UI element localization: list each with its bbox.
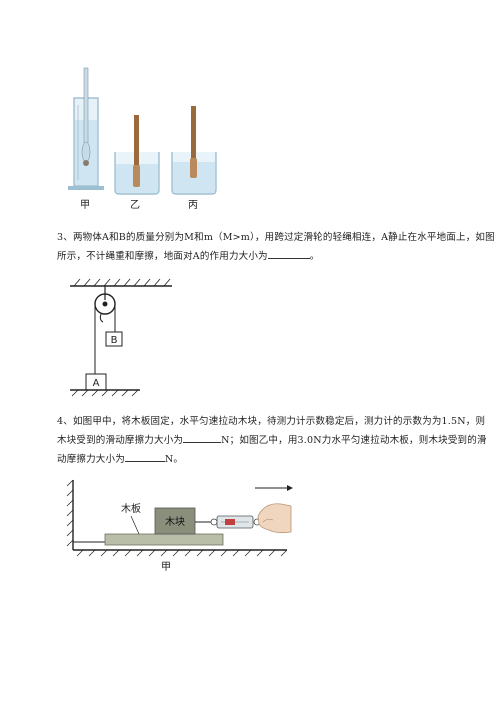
question-4-line-3-text: 动摩擦力大小为 [57, 454, 125, 465]
answer-blank-q4-b[interactable] [124, 451, 165, 462]
pulley-diagram: B A [70, 278, 172, 397]
figure-label-bing: 丙 [188, 200, 198, 211]
measuring-cylinder [68, 67, 104, 190]
question-4-line-2-rest: N；如图乙中，用3.0N力水平匀速拉动木板，则木块受到的滑 [221, 435, 487, 446]
question-3-line-2: 所示，不计绳重和摩擦，地面对A的作用力大小为 。 [57, 247, 457, 266]
question-3-line-1: 3、两物体A和B的质量分别为M和m（M>m），用跨过定滑轮的轻绳相连，A静止在水… [57, 232, 495, 243]
answer-blank-q3[interactable] [267, 248, 310, 259]
friction-figure: 木块 木板 [65, 472, 295, 572]
question-4-line-2-text: 木块受到的滑动摩擦力大小为 [57, 435, 184, 446]
pulley-figure: B A [60, 276, 180, 398]
box-b [105, 331, 123, 347]
question-4-line-1: 4、如图甲中，将木板固定，水平匀速拉动木块，待测力计示数稳定后，测力计的示数为为… [57, 416, 486, 427]
friction-diagram: 木块 木板 [66, 479, 293, 557]
wall-hatch [66, 479, 74, 547]
ground-hatch [71, 389, 139, 397]
question-3: 3、两物体A和B的质量分别为M和m（M>m），用跨过定滑轮的轻绳相连，A静止在水… [57, 228, 495, 266]
wood-block [154, 507, 196, 535]
hand-illustration [257, 503, 292, 534]
question-3-line-2-end: 。 [309, 251, 320, 262]
figure-label-yi: 乙 [130, 200, 140, 211]
box-a-label: A [93, 378, 100, 389]
ceiling-hatch [73, 278, 171, 287]
question-4-line-3: 动摩擦力大小为 N。 [57, 450, 467, 469]
wood-board [104, 533, 224, 546]
densimeter-figure [68, 67, 217, 195]
floor-hatch [76, 549, 288, 557]
figure-caption-jia: 甲 [161, 562, 171, 573]
beaker-yi [114, 115, 160, 195]
question-4-line-3-end: N。 [164, 454, 184, 465]
question-3-line-2-text: 所示，不计绳重和摩擦，地面对A的作用力大小为 [57, 251, 268, 262]
box-b-label: B [111, 335, 118, 346]
figure-label-jia: 甲 [80, 200, 90, 211]
question-4-line-2: 木块受到的滑动摩擦力大小为 N；如图乙中，用3.0N力水平匀速拉动木板，则木块受到… [57, 431, 486, 450]
top-figure [60, 60, 240, 220]
board-label: 木板 [121, 502, 141, 515]
spring-scale [210, 515, 261, 529]
question-4: 4、如图甲中，将木板固定，水平匀速拉动木块，待测力计示数稳定后，测力计的示数为为… [57, 412, 486, 469]
beaker-bing [171, 106, 217, 195]
answer-blank-q4-a[interactable] [183, 432, 222, 443]
block-label: 木块 [165, 516, 185, 528]
